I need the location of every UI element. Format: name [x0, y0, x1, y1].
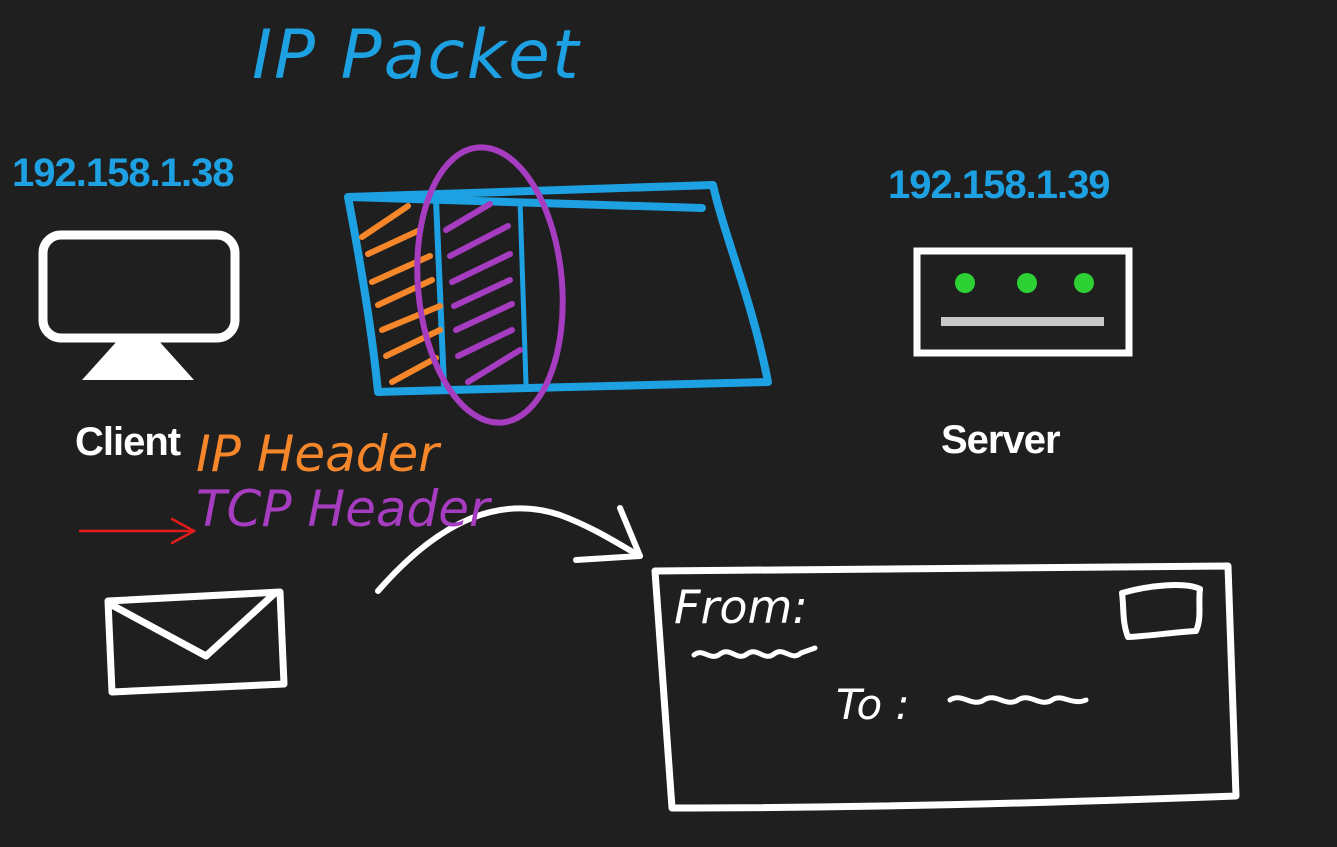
client-monitor-icon: [38, 230, 240, 380]
client-label: Client: [75, 420, 181, 464]
envelope-to-label: To :: [836, 680, 910, 729]
ip-packet-box: [344, 181, 772, 396]
tcp-header-legend-label: TCP Header: [196, 480, 490, 538]
to-address-squiggle: [947, 695, 1089, 705]
client-ip-address: 192.158.1.38: [12, 151, 235, 195]
curved-arrow-icon: [375, 505, 643, 594]
diagram-title: IP Packet: [252, 16, 581, 95]
envelope-from-label: From:: [674, 580, 808, 634]
from-address-squiggle: [691, 645, 818, 659]
server-ip-address: 192.158.1.39: [888, 163, 1111, 207]
stamp-icon: [1119, 582, 1203, 640]
server-label: Server: [941, 418, 1061, 462]
red-arrow-icon: [78, 517, 197, 545]
tcp-header-highlight-circle: [414, 144, 566, 426]
server-icon: [913, 247, 1133, 357]
ip-header-hatching: [359, 203, 443, 385]
ip-header-legend-label: IP Header: [196, 425, 439, 483]
tcp-header-hatching: [443, 201, 523, 385]
large-envelope: [651, 562, 1240, 812]
small-envelope-icon: [104, 588, 288, 696]
